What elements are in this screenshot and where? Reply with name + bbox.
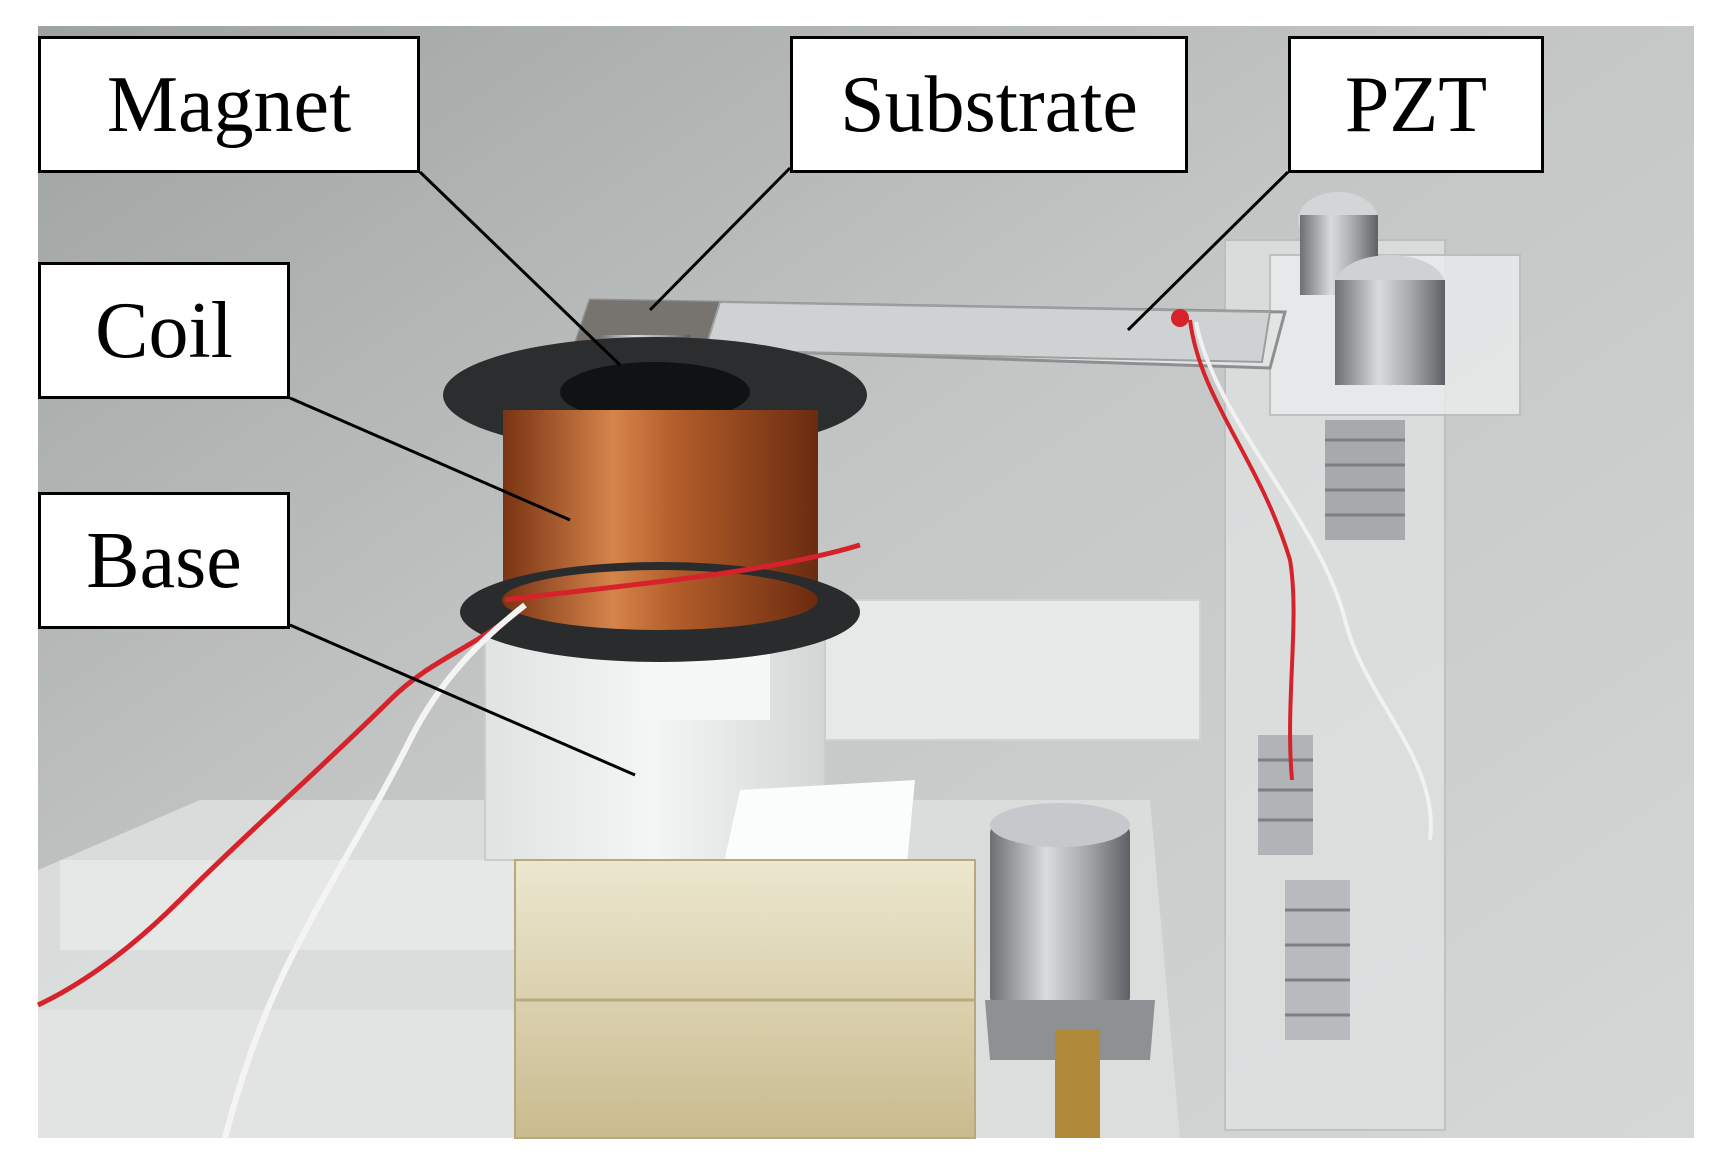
coil-wire-red	[36, 608, 522, 1008]
pzt-wire-red	[1188, 319, 1296, 781]
label-substrate: Substrate	[790, 36, 1188, 173]
pzt-wire-white	[1194, 321, 1433, 841]
bolt-thread-lower	[1285, 880, 1350, 1040]
leader-magnet	[418, 170, 622, 367]
acrylic-back-block	[809, 599, 1201, 741]
leader-substrate	[648, 166, 792, 312]
label-base: Base	[38, 492, 290, 629]
label-pzt: PZT	[1288, 36, 1544, 173]
accelerometer-body	[990, 825, 1130, 1005]
coil-wire-band	[504, 542, 861, 603]
label-magnet: Magnet	[38, 36, 420, 173]
base-white-plate	[720, 780, 915, 885]
acrylic-bar-front	[38, 1010, 598, 1138]
leader-lines	[289, 166, 1290, 777]
leader-pzt	[1126, 170, 1290, 332]
pzt-patch	[703, 300, 1272, 364]
label-coil: Coil	[38, 262, 290, 399]
acrylic-bar-left	[60, 860, 560, 950]
accelerometer-connector	[1055, 1030, 1100, 1138]
leader-base	[289, 623, 636, 777]
leader-coil	[289, 396, 571, 522]
bolt-thread-upper	[1325, 420, 1405, 540]
bolt-thread-middle	[1258, 735, 1313, 855]
pzt-solder-dot	[1171, 309, 1189, 327]
coil-wire-white	[222, 602, 527, 1139]
